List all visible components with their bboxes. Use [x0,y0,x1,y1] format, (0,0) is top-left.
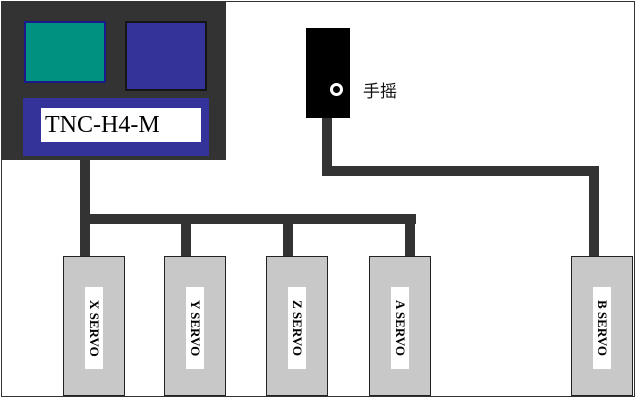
cable-b-drop [589,166,599,258]
cable-handwheel-drop [322,116,332,176]
servo-a: A SERVO [369,256,431,396]
controller-display-right [125,21,207,91]
cnc-controller: TNC-H4-M [2,2,226,160]
handwheel-label: 手摇 [363,82,397,102]
controller-display-left [24,21,106,83]
servo-x: X SERVO [63,256,125,396]
servo-y-label: Y SERVO [186,287,204,369]
handwheel-knob-icon [330,83,343,96]
controller-model-panel: TNC-H4-M [23,98,209,156]
handwheel-unit [306,28,350,118]
servo-a-label: A SERVO [391,287,409,369]
servo-b-label: B SERVO [593,287,611,369]
servo-z-label: Z SERVO [288,287,306,369]
servo-x-label: X SERVO [85,287,103,369]
cable-drop-z [283,214,293,258]
cable-controller-drop [80,158,90,258]
cable-drop-a [405,214,415,258]
cable-drop-y [181,214,191,258]
cable-bus [80,214,416,224]
controller-model-label: TNC-H4-M [41,108,201,142]
servo-b: B SERVO [571,256,633,396]
servo-y: Y SERVO [164,256,226,396]
servo-z: Z SERVO [266,256,328,396]
cable-handwheel-run [322,166,598,176]
